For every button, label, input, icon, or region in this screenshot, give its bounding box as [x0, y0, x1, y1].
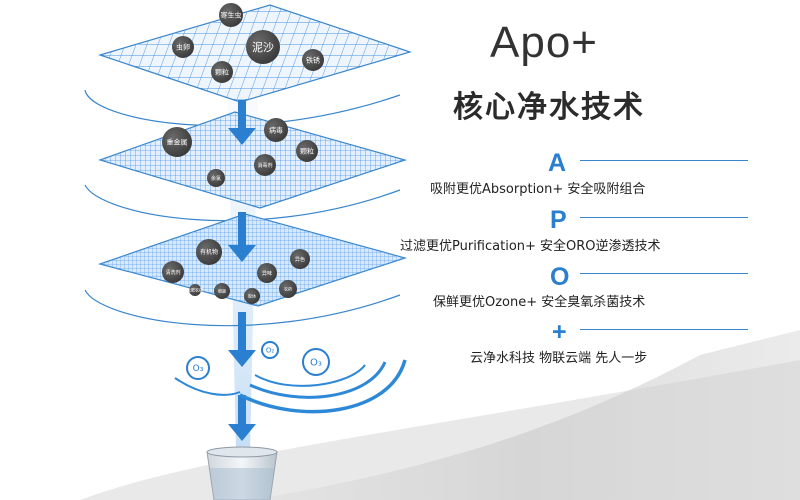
- ozone-molecule: O₃: [186, 356, 210, 380]
- bubble-label: 重金属: [167, 137, 188, 146]
- feature-a-text: 吸附更优Absorption+ 安全吸附组合: [430, 182, 646, 197]
- bubble-label: 异味: [262, 270, 272, 277]
- bubble-circle: [279, 280, 297, 298]
- bubble-circle: [172, 36, 194, 58]
- bubble-label: 寄生虫: [221, 10, 242, 19]
- feature-o-letter: O: [550, 263, 570, 291]
- contaminant-bubble: 寄生虫: [219, 3, 243, 27]
- floor-shadow: [250, 330, 800, 500]
- contaminant-bubble: 异色: [290, 249, 310, 269]
- ozone-swirl: [174, 359, 407, 414]
- feature-plus-divider: [580, 329, 748, 330]
- flow-arrows: [228, 100, 256, 441]
- ozone-label: O₃: [310, 358, 322, 369]
- contaminant-bubble: 重金属: [162, 127, 192, 157]
- bubble-circle: [257, 263, 277, 283]
- contaminant-bubble: 细菌: [214, 283, 230, 299]
- ozone-label: O₃: [193, 364, 204, 374]
- bubble-label: 胶体: [248, 292, 256, 298]
- bubble-circle: [246, 30, 280, 64]
- bubble-circle: [211, 61, 233, 83]
- ozone-molecule: O₂: [261, 341, 279, 359]
- feature-a-letter: A: [548, 149, 567, 177]
- bubble-label: 颗粒: [300, 146, 314, 155]
- feature-p-letter: P: [550, 206, 567, 234]
- feature-plus-text: 云净水科技 物联云端 先人一步: [470, 351, 648, 366]
- ozone-molecules: O₃ O₂ O₃: [186, 341, 330, 380]
- page-subtitle: 核心净水技术: [453, 90, 645, 125]
- bubble-circle: [162, 127, 192, 157]
- contaminant-bubbles: 寄生虫虫卵泥沙铁锈颗粒重金属病毒颗粒余氯消毒剂有机物异色清洗剂异味农药细菌胶体化…: [162, 3, 324, 304]
- bubble-label: 化肥农药: [187, 286, 203, 292]
- contaminant-bubble: 铁锈: [302, 49, 324, 71]
- contaminant-bubble: 颗粒: [211, 61, 233, 83]
- bubble-circle: [189, 284, 201, 296]
- bubble-circle: [254, 154, 276, 176]
- bubble-label: 农药: [284, 285, 292, 291]
- feature-p-text: 过滤更优Purification+ 安全ORO逆渗透技术: [400, 239, 661, 254]
- bubble-circle: [214, 283, 230, 299]
- feature-o-text: 保鲜更优Ozone+ 安全臭氧杀菌技术: [433, 295, 646, 310]
- bubble-circle: [296, 140, 318, 162]
- bubble-label: 余氯: [211, 175, 221, 182]
- contaminant-bubble: 余氯: [207, 169, 225, 187]
- bubble-circle: [264, 118, 288, 142]
- contaminant-bubble: 有机物: [196, 239, 222, 265]
- bubble-circle: [219, 3, 243, 27]
- contaminant-bubble: 胶体: [244, 288, 260, 304]
- contaminant-bubble: 异味: [257, 263, 277, 283]
- bubble-circle: [244, 288, 260, 304]
- bubble-circle: [302, 49, 324, 71]
- ozone-molecule: O₃: [302, 348, 330, 376]
- contaminant-bubble: 虫卵: [172, 36, 194, 58]
- contaminant-bubble: 病毒: [264, 118, 288, 142]
- bubble-label: 泥沙: [252, 41, 274, 54]
- water-glass: [206, 446, 278, 500]
- bubble-circle: [162, 261, 184, 283]
- bubble-label: 有机物: [200, 248, 218, 256]
- bubble-label: 清洗剂: [165, 269, 180, 276]
- contaminant-bubble: 消毒剂: [254, 154, 276, 176]
- bubble-label: 细菌: [218, 287, 226, 293]
- bubble-label: 铁锈: [306, 55, 320, 64]
- bubble-label: 病毒: [269, 125, 283, 134]
- brand-title: Apo+: [490, 18, 598, 67]
- contaminant-bubble: 泥沙: [246, 30, 280, 64]
- bubble-label: 虫卵: [176, 42, 190, 51]
- bubble-label: 消毒剂: [257, 162, 272, 169]
- bubble-label: 异色: [295, 256, 305, 263]
- feature-p-divider: [580, 217, 748, 218]
- filter-layer-2: [84, 111, 408, 222]
- contaminant-bubble: 化肥农药: [187, 284, 203, 296]
- bubble-circle: [290, 249, 310, 269]
- bubble-circle: [196, 239, 222, 265]
- feature-a-divider: [580, 160, 748, 161]
- feature-plus-letter: +: [552, 318, 567, 346]
- bubble-label: 颗粒: [215, 67, 229, 76]
- contaminant-bubble: 清洗剂: [162, 261, 184, 283]
- contaminant-bubble: 颗粒: [296, 140, 318, 162]
- contaminant-bubble: 农药: [279, 280, 297, 298]
- feature-o-divider: [580, 273, 748, 274]
- ozone-label: O₂: [266, 346, 275, 354]
- bubble-circle: [207, 169, 225, 187]
